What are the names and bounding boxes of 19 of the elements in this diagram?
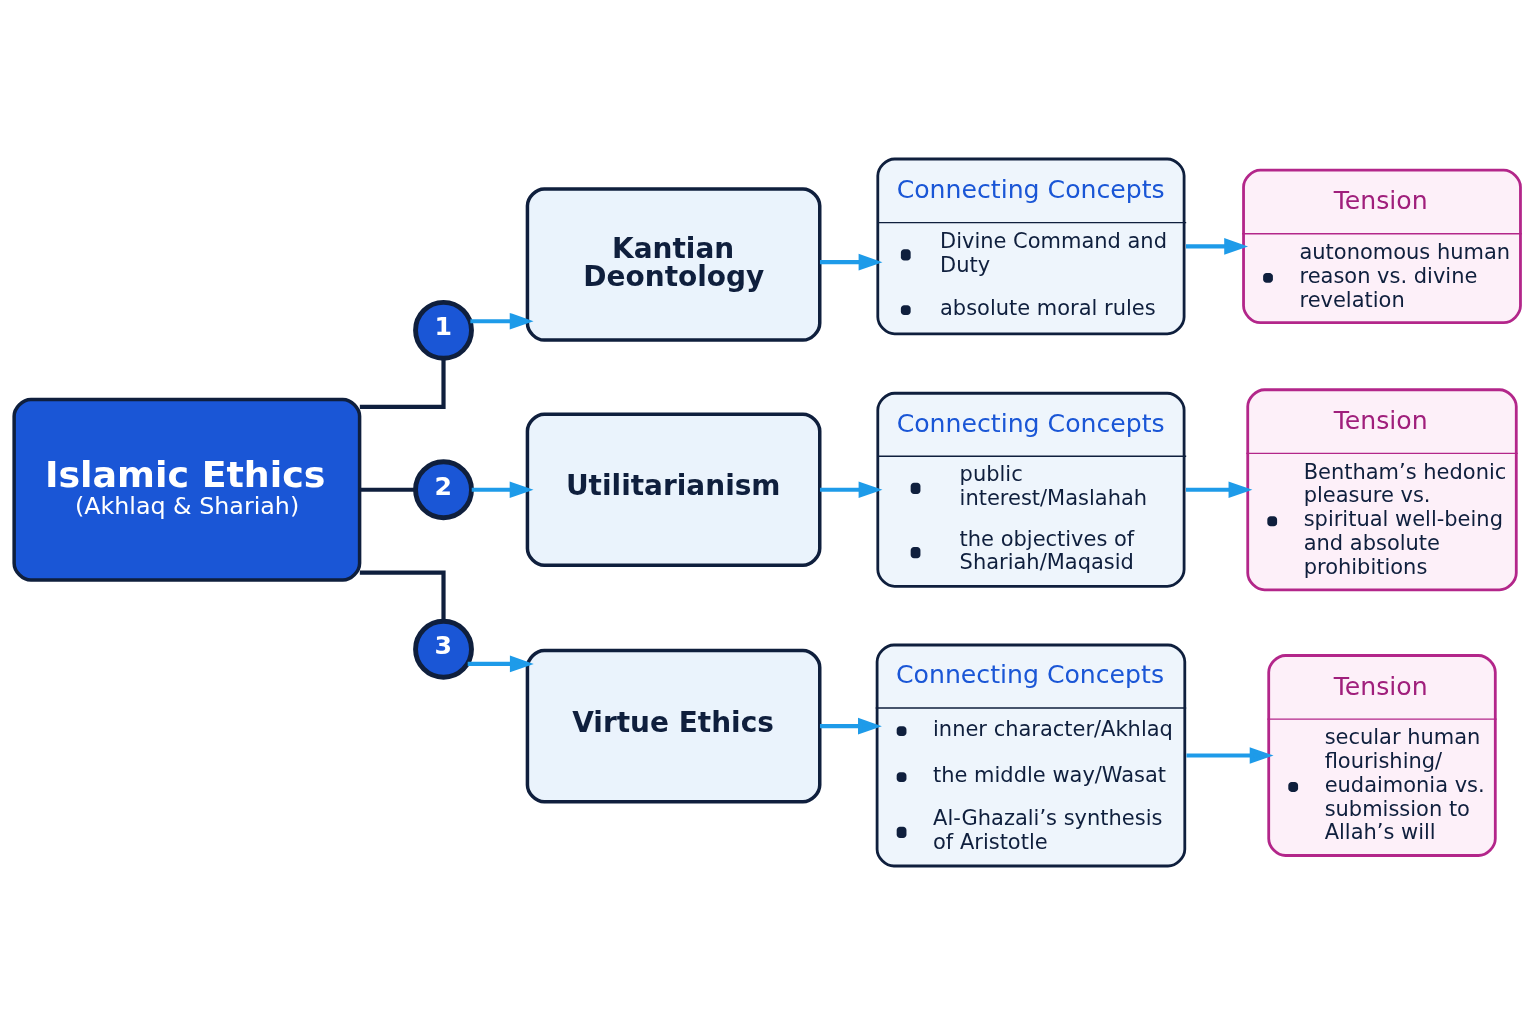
connector — [359, 487, 416, 492]
node-box: Virtue Ethics — [525, 648, 822, 803]
node-box: Islamic Ethics (Akhlaq & Shariah) — [12, 397, 362, 582]
node-circle: 2 — [413, 458, 474, 520]
node-box: Kantian Deontology — [525, 186, 822, 342]
arrow — [1185, 480, 1253, 498]
arrow — [1186, 746, 1274, 764]
arrow — [819, 717, 882, 734]
node-box: Utilitarianism — [525, 412, 822, 567]
arrow — [819, 253, 883, 270]
arrow — [1185, 237, 1249, 255]
connector — [359, 357, 446, 409]
arrow — [471, 480, 534, 498]
arrow — [470, 312, 534, 330]
arrow — [467, 655, 534, 672]
node-circle: 3 — [413, 618, 474, 680]
connector — [359, 570, 446, 621]
arrow — [819, 480, 883, 498]
node-circle: 1 — [413, 299, 474, 361]
